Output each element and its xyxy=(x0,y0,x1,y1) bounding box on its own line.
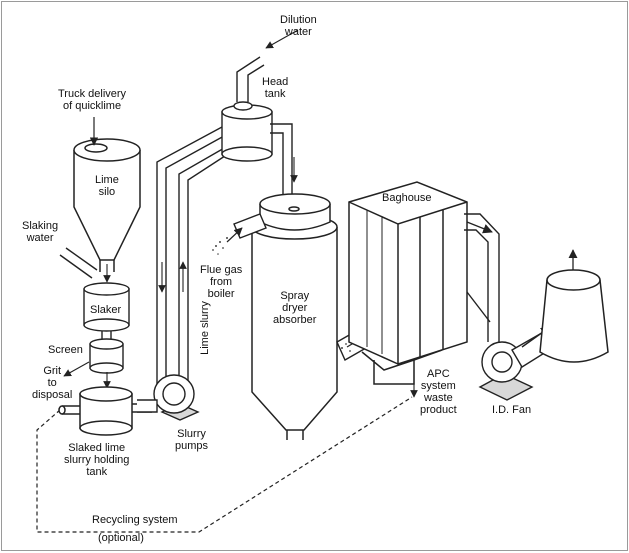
slurry-pumps xyxy=(137,374,200,421)
id-fan-label: I.D. Fan xyxy=(492,404,532,416)
lime-slurry-pipe xyxy=(156,126,229,404)
recycling-label: Recycling system xyxy=(92,514,178,526)
dilution-arrow-icon xyxy=(265,29,299,49)
slaked-lime-tank xyxy=(58,386,152,436)
baghouse xyxy=(348,181,468,385)
recycling-line xyxy=(36,396,413,533)
slaker xyxy=(83,282,130,339)
baghouse-to-fan-duct xyxy=(464,213,500,342)
slaker-label: Slaker xyxy=(90,304,122,316)
flue-gas-duct xyxy=(226,213,267,243)
particle-dots xyxy=(212,237,228,255)
screen-label: Screen xyxy=(48,344,83,356)
dilution-water-pipe xyxy=(236,56,265,102)
spray-dryer-absorber xyxy=(251,193,338,440)
head-tank xyxy=(221,101,273,162)
slaking-water-pipe xyxy=(59,247,98,279)
optional-label: (optional) xyxy=(98,532,144,544)
baghouse-label: Baghouse xyxy=(382,192,432,204)
stack xyxy=(539,249,609,363)
lime-silo xyxy=(73,138,141,272)
id-fan xyxy=(478,326,555,401)
screen xyxy=(89,338,124,374)
head-to-dryer-pipe xyxy=(270,123,293,202)
grit-arrow-icon xyxy=(63,361,90,377)
lime-slurry-label: Lime slurry xyxy=(199,301,211,355)
